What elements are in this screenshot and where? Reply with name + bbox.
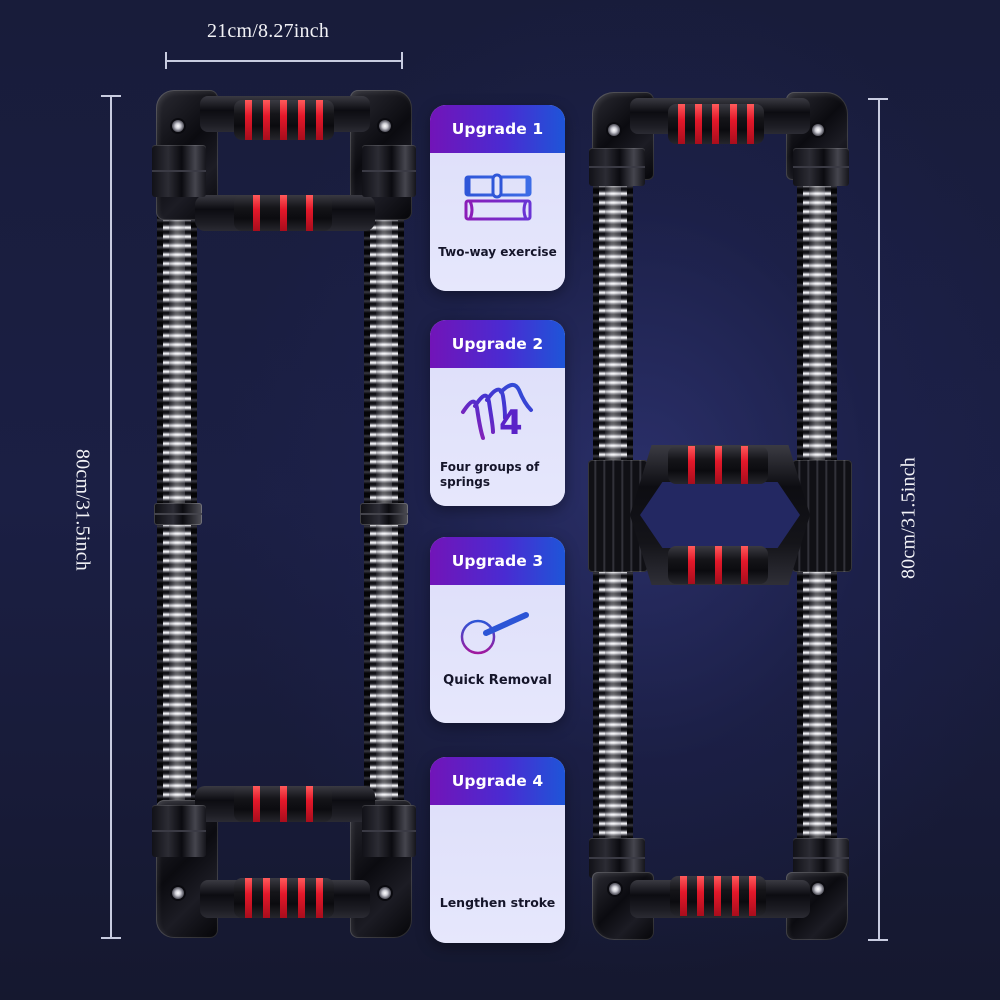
right-top-collar-left [589,148,645,186]
right-top-bolt-right [812,124,824,136]
left-bottom-collar-left [152,805,206,857]
upgrade-card-2: Upgrade 2 4 Four groups of springs [430,320,565,506]
right-mid-grip-bottom [668,546,768,584]
right-top-collar-right [793,148,849,186]
right-top-grip [668,104,764,144]
left-top-collar-right [362,145,416,197]
left-bottom-collar-right [362,805,416,857]
right-bottom-collar-right [793,838,849,878]
width-line-cap-left [165,52,167,69]
ruler-ticks-icon [430,833,565,869]
upgrade-card-title: Upgrade 2 [430,320,565,368]
right-height-cap-bottom [868,939,888,941]
right-height-label: 80cm/31.5inch [897,456,920,580]
width-line [165,60,403,62]
left-top-inner-grip [234,195,332,231]
right-mid-sleeve-left [588,460,648,572]
spring-four-icon: 4 [430,382,565,444]
left-bottom-inner-grip [234,786,332,822]
right-mid-handle-opening [640,482,800,548]
upgrade-card-text: Four groups of springs [440,460,540,489]
right-bottom-bolt-left [609,883,621,895]
left-height-cap-bottom [101,937,121,939]
right-bottom-bolt-right [812,883,824,895]
right-top-bolt-left [608,124,620,136]
upgrade-card-4: Upgrade 4 Lengthen stro [430,757,565,943]
left-height-label: 80cm/31.5inch [71,448,94,572]
left-top-bolt-left [172,120,184,132]
left-top-bolt-right [379,120,391,132]
width-line-cap-right [401,52,403,69]
left-mid-clip-right [360,503,408,525]
left-top-outer-grip [234,100,334,140]
right-mid-grip-top [668,446,768,484]
upgrade-card-1: Upgrade 1 Two-way exercise [430,105,565,291]
upgrade-card-text: Lengthen stroke [439,895,556,910]
left-bottom-outer-grip [234,878,334,918]
upgrade-card-text: Two-way exercise [438,245,557,259]
left-bottom-bolt-left [172,887,184,899]
left-height-line [110,96,112,939]
left-bottom-bolt-right [379,887,391,899]
upgrade-card-text: Quick Removal [443,673,552,688]
left-mid-clip-left [154,503,202,525]
width-label: 21cm/8.27inch [207,20,330,42]
left-height-cap-top [101,95,121,97]
right-height-cap-top [868,98,888,100]
right-bottom-grip [670,876,766,916]
pin-ring-icon [430,605,565,659]
right-bottom-collar-left [589,838,645,878]
upgrade-card-title: Upgrade 1 [430,105,565,153]
two-bars-icon [430,173,565,225]
upgrade-card-title: Upgrade 3 [430,537,565,585]
svg-text:4: 4 [499,403,523,443]
upgrade-card-title: Upgrade 4 [430,757,565,805]
upgrade-card-3: Upgrade 3 Quick Removal [430,537,565,723]
left-top-collar-left [152,145,206,197]
right-height-line [878,99,880,941]
